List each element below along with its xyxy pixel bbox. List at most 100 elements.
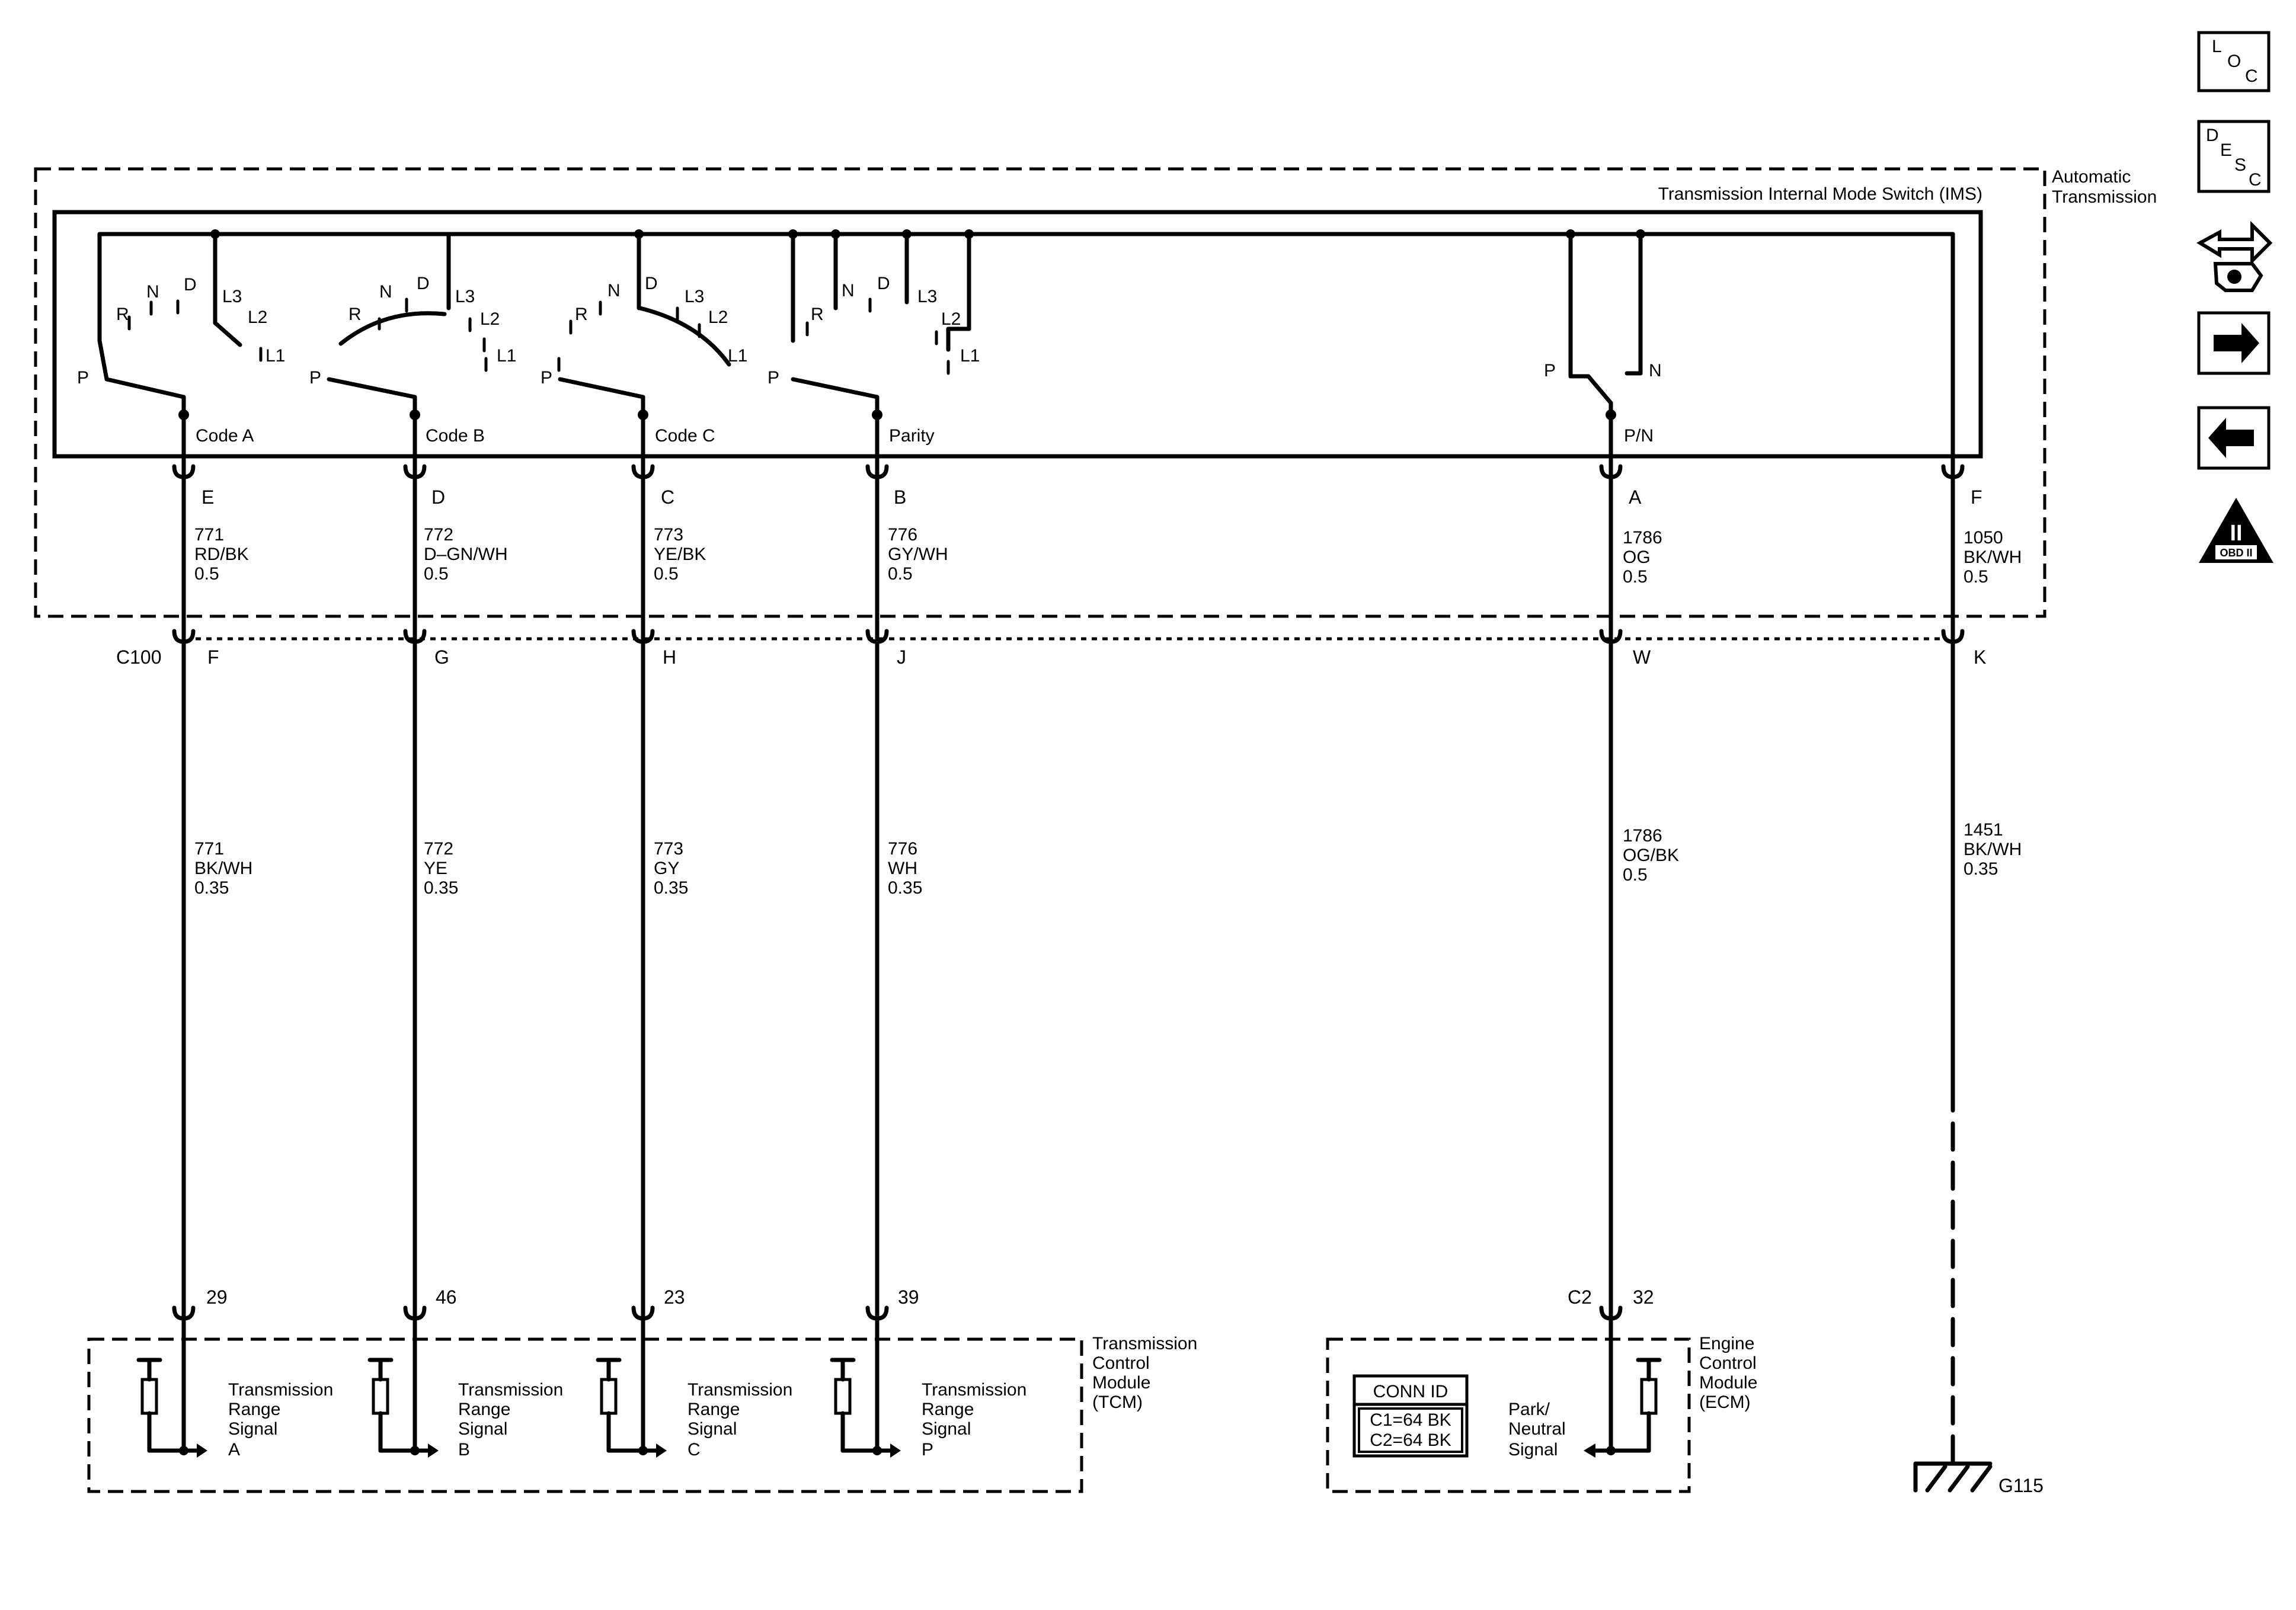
circuit-name-code-b: Code B — [426, 426, 485, 446]
svg-text:1451: 1451 — [1964, 820, 2003, 840]
ims-box — [52, 210, 1983, 459]
connector-cup — [631, 464, 655, 479]
svg-text:L: L — [2212, 37, 2222, 56]
switch-parity: P R N D L3 L2 L1 — [768, 229, 980, 459]
tcm-resistor — [140, 1378, 158, 1415]
svg-text:R: R — [575, 305, 588, 324]
connector-cup — [1599, 464, 1623, 479]
c100-pin-h: H — [663, 646, 676, 668]
ims-pin-f: F — [1971, 486, 1982, 508]
svg-text:BK/WH: BK/WH — [1964, 840, 2022, 859]
svg-text:P: P — [1544, 361, 1556, 380]
svg-text:0.35: 0.35 — [424, 878, 458, 898]
svg-text:R: R — [116, 305, 129, 324]
signal-label-p: Transmission Range Signal P — [922, 1380, 1027, 1459]
svg-text:S: S — [2234, 155, 2246, 175]
ims-pin-a: A — [1629, 486, 1642, 508]
tcm-arrow-head — [428, 1443, 439, 1458]
svg-text:0.35: 0.35 — [1964, 859, 1998, 879]
arrow-left-icon[interactable] — [2197, 406, 2271, 470]
svg-text:L3: L3 — [917, 287, 937, 306]
svg-text:B: B — [458, 1440, 470, 1459]
svg-text:BK/WH: BK/WH — [1964, 548, 2022, 567]
svg-text:Module: Module — [1092, 1373, 1150, 1393]
upper-label-code-c: 773 YE/BK 0.5 — [654, 525, 706, 584]
connector-cup — [403, 629, 427, 644]
signal-label-a: Transmission Range Signal A — [228, 1380, 333, 1459]
svg-text:Control: Control — [1092, 1353, 1150, 1373]
svg-text:Signal: Signal — [1508, 1440, 1558, 1459]
ecm-connector-c2: C2 — [1568, 1286, 1592, 1308]
svg-text:Engine: Engine — [1699, 1334, 1754, 1353]
svg-text:(ECM): (ECM) — [1699, 1393, 1751, 1412]
svg-text:L2: L2 — [248, 308, 267, 327]
lower-label-code-c: 773 GY 0.35 — [654, 839, 688, 898]
svg-text:772: 772 — [424, 525, 453, 545]
svg-text:Neutral: Neutral — [1508, 1419, 1566, 1439]
svg-text:P: P — [77, 368, 89, 388]
svg-text:0.5: 0.5 — [1623, 865, 1648, 885]
ecm-label: Engine Control Module (ECM) — [1699, 1334, 1757, 1412]
park-neutral-signal-label: Park/ Neutral Signal — [1508, 1400, 1566, 1459]
loc-button[interactable]: L O C — [2197, 31, 2271, 92]
upper-label-code-b: 772 D–GN/WH 0.5 — [424, 525, 508, 584]
automatic-transmission-box — [34, 167, 2046, 618]
tcm-resistor — [834, 1378, 852, 1415]
svg-text:Range: Range — [458, 1400, 510, 1419]
lower-label-ground: 1451 BK/WH 0.35 — [1964, 820, 2022, 879]
obd-ii-icon[interactable]: II OBD II — [2199, 498, 2273, 563]
upper-label-parity: 776 GY/WH 0.5 — [888, 525, 948, 584]
circuit-name-code-c: Code C — [655, 426, 715, 446]
svg-text:773: 773 — [654, 525, 683, 545]
c100-pin-g: G — [434, 646, 449, 668]
svg-text:Transmission: Transmission — [1092, 1334, 1197, 1353]
svg-text:0.5: 0.5 — [1964, 567, 1988, 587]
ground-label-g115: G115 — [1998, 1475, 2044, 1496]
connector-cup — [403, 464, 427, 479]
svg-text:0.5: 0.5 — [888, 564, 913, 584]
svg-text:C2=64 BK: C2=64 BK — [1370, 1430, 1451, 1450]
connector-cup — [631, 629, 655, 644]
svg-text:L3: L3 — [685, 287, 704, 306]
svg-text:OG: OG — [1623, 548, 1651, 567]
switch-code-a: P R N D L3 L2 L1 — [77, 229, 285, 459]
svg-text:N: N — [842, 281, 855, 300]
svg-text:0.35: 0.35 — [888, 878, 922, 898]
arrow-right-icon[interactable] — [2197, 311, 2271, 375]
svg-text:O: O — [2227, 52, 2241, 71]
wrench-hand-icon[interactable] — [2196, 220, 2273, 292]
tcm-pin-29: 29 — [206, 1286, 228, 1308]
svg-text:772: 772 — [424, 839, 453, 859]
c100-pin-f: F — [207, 646, 219, 668]
lower-label-code-b: 772 YE 0.35 — [424, 839, 458, 898]
svg-text:L1: L1 — [497, 346, 516, 366]
tcm-junction-dot — [638, 1446, 648, 1455]
ims-pin-d: D — [431, 486, 445, 508]
signal-label-b: Transmission Range Signal B — [458, 1380, 563, 1459]
svg-text:D: D — [417, 274, 430, 293]
svg-text:C: C — [2249, 170, 2262, 190]
svg-text:P: P — [922, 1440, 933, 1459]
svg-text:OG/BK: OG/BK — [1623, 846, 1679, 865]
svg-text:L1: L1 — [266, 346, 285, 366]
tcm-pin-39: 39 — [898, 1286, 919, 1308]
svg-text:P: P — [768, 368, 779, 388]
svg-text:C: C — [687, 1440, 701, 1459]
svg-text:OBD II: OBD II — [2220, 547, 2252, 559]
svg-text:L2: L2 — [480, 309, 500, 329]
svg-text:D: D — [645, 274, 658, 293]
svg-text:0.5: 0.5 — [424, 564, 449, 584]
c100-label: C100 — [116, 646, 162, 668]
tcm-arrow-head — [656, 1443, 667, 1458]
automatic-transmission-label-2: Transmission — [2052, 187, 2157, 207]
ims-pin-b: B — [894, 486, 906, 508]
svg-text:A: A — [228, 1440, 240, 1459]
svg-text:Signal: Signal — [687, 1419, 737, 1439]
svg-text:L2: L2 — [941, 309, 961, 329]
desc-button[interactable]: D E S C — [2197, 120, 2271, 193]
connector-cup — [1599, 629, 1623, 644]
svg-text:Module: Module — [1699, 1373, 1757, 1393]
connector-cup — [1941, 629, 1965, 644]
svg-text:C1=64 BK: C1=64 BK — [1370, 1410, 1451, 1430]
svg-text:0.35: 0.35 — [194, 878, 229, 898]
